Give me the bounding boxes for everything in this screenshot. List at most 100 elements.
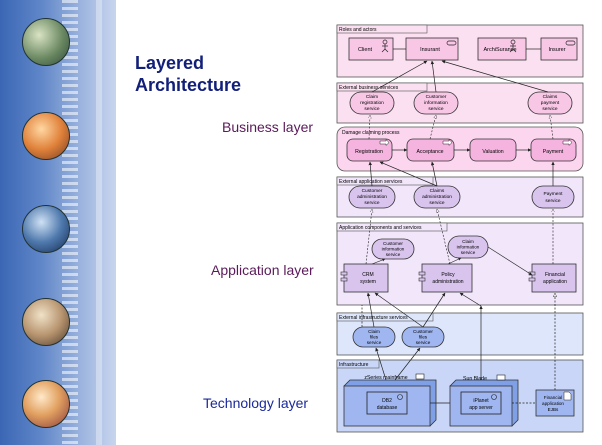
- policy-line1: Policy: [441, 272, 455, 278]
- role-icon: [565, 40, 576, 46]
- sidebar-globe-image-1: [22, 18, 70, 66]
- infrastructure-to-services-arrows: [361, 293, 555, 390]
- claim-info-app-line1: Claim: [462, 239, 474, 244]
- claim-registration-line3: service: [364, 106, 380, 112]
- cust-info-app-line3: service: [386, 252, 401, 257]
- claims-payment-line1: Claims: [543, 94, 558, 100]
- customer-files-line3: service: [416, 340, 431, 345]
- claims-admin-line1: Claims: [430, 188, 445, 194]
- crm-line1: CRM: [362, 272, 373, 278]
- customer-information-line2: information: [424, 100, 448, 106]
- valuation-label: Valuation: [482, 149, 503, 155]
- financial-line1: Financial: [545, 272, 565, 278]
- ejbs-line2: application: [542, 401, 564, 406]
- decorative-sidebar: [0, 0, 116, 445]
- financial-application-component: Financial application: [528, 263, 577, 293]
- infrastructure-section-title: Infrastructure: [339, 362, 369, 368]
- ejbs-line1: Financial: [544, 395, 562, 400]
- technology-layer-label: Technology layer: [203, 395, 309, 411]
- component-arrows: [371, 246, 533, 276]
- claim-info-app-line3: service: [461, 250, 476, 255]
- claims-administration-service: Claims administration service: [413, 185, 461, 209]
- process-arrow-icon: [379, 138, 390, 147]
- client-role: Client: [348, 37, 394, 61]
- insurant-label: Insurant: [420, 47, 440, 53]
- process-arrow-icon: [442, 138, 453, 147]
- iplanet-line1: iPlanet: [473, 398, 489, 404]
- component-icon: [418, 271, 426, 276]
- payment-service: Payment service: [531, 185, 575, 209]
- db2-line1: DB2: [382, 398, 392, 404]
- roles-section-title: Roles and actors: [339, 27, 377, 33]
- financial-line2: application: [543, 279, 567, 285]
- sun-blade-node: Sun Blade iPlanet app server: [449, 374, 519, 427]
- policy-administration-component: Policy administration: [418, 263, 473, 293]
- cust-info-app-line1: Customer: [383, 241, 403, 246]
- application-components-section: Application components and services Cust…: [336, 209, 584, 306]
- crm-line2: system: [360, 279, 376, 285]
- component-realization-arrows: [365, 209, 553, 265]
- claim-registration-line1: Claim: [366, 94, 378, 100]
- claims-payment-service: Claims payment service: [527, 91, 573, 115]
- customer-files-line2: files: [419, 335, 428, 340]
- policy-line2: administration: [432, 279, 463, 285]
- service-to-role-arrows: [371, 60, 549, 93]
- archisurance-label: ArchiSurance: [483, 47, 516, 53]
- db2-line2: database: [377, 405, 398, 411]
- payment-service-line2: service: [545, 198, 561, 204]
- infrastructure-section: Infrastructure zSeries mainframe DB2 dat…: [336, 359, 584, 433]
- device-icon: [496, 374, 506, 381]
- customer-information-line3: service: [428, 106, 444, 112]
- customer-information-line1: Customer: [426, 94, 447, 100]
- actor-icon: [509, 39, 517, 53]
- insurer-role: Insurer: [540, 37, 578, 61]
- ext-application-section-title: External application services: [339, 179, 403, 185]
- sidebar-globe-image-3: [22, 205, 70, 253]
- zseries-mainframe-node: zSeries mainframe DB2 database: [343, 373, 437, 427]
- infra-service-to-component-arrows: [366, 292, 446, 328]
- damage-claiming-process-section: Damage claiming process Registration Acc…: [336, 115, 584, 172]
- system-software-icon: [491, 394, 497, 400]
- system-software-icon: [397, 394, 403, 400]
- sidebar-globe-image-5: [22, 380, 70, 428]
- sun-blade-label: Sun Blade: [463, 376, 487, 382]
- client-label: Client: [358, 47, 373, 53]
- claim-registration-line2: registration: [360, 100, 384, 106]
- app-service-to-process-arrows: [368, 161, 555, 187]
- claims-payment-line2: payment: [541, 100, 560, 106]
- customer-information-service: Customer information service: [413, 91, 459, 115]
- slide-title: Layered Architecture: [135, 52, 241, 96]
- external-application-services-section: External application services Customer a…: [336, 176, 584, 218]
- crm-system-component: CRM system: [340, 263, 389, 293]
- sidebar-stripe: [96, 0, 102, 445]
- sidebar-globe-image-4: [22, 298, 70, 346]
- process-section-title: Damage claiming process: [342, 130, 400, 136]
- payment-step: Payment: [530, 138, 577, 162]
- slide-title-line-2: Architecture: [135, 75, 242, 95]
- device-icon: [415, 373, 425, 380]
- claim-files-line3: service: [367, 340, 382, 345]
- claim-information-app-service: Claim information service: [447, 235, 489, 259]
- iplanet-line2: app server: [469, 405, 493, 411]
- acceptance-label: Acceptance: [416, 149, 443, 155]
- mainframe-label: zSeries mainframe: [364, 375, 407, 381]
- claim-files-line2: files: [370, 335, 379, 340]
- claim-info-app-line2: information: [457, 245, 480, 250]
- component-icon: [340, 271, 348, 276]
- registration-step: Registration: [346, 138, 393, 162]
- customer-information-app-service: Customer information service: [371, 238, 415, 260]
- claims-admin-line3: service: [429, 200, 445, 206]
- customer-files-line1: Customer: [413, 329, 433, 334]
- claims-admin-line2: administration: [422, 194, 452, 200]
- customer-files-service: Customer files service: [401, 326, 445, 348]
- roles-section: Roles and actors Client Insurant ArchiSu…: [336, 24, 584, 78]
- archisurance-actor: ArchiSurance: [477, 37, 527, 61]
- role-icon: [446, 40, 457, 46]
- application-layer-label: Application layer: [211, 262, 314, 278]
- claim-registration-service: Claim registration service: [349, 91, 395, 115]
- customer-administration-service: Customer administration service: [348, 185, 396, 209]
- ext-business-section-title: External business services: [339, 85, 399, 91]
- insurer-label: Insurer: [548, 47, 565, 53]
- customer-admin-line1: Customer: [362, 188, 383, 194]
